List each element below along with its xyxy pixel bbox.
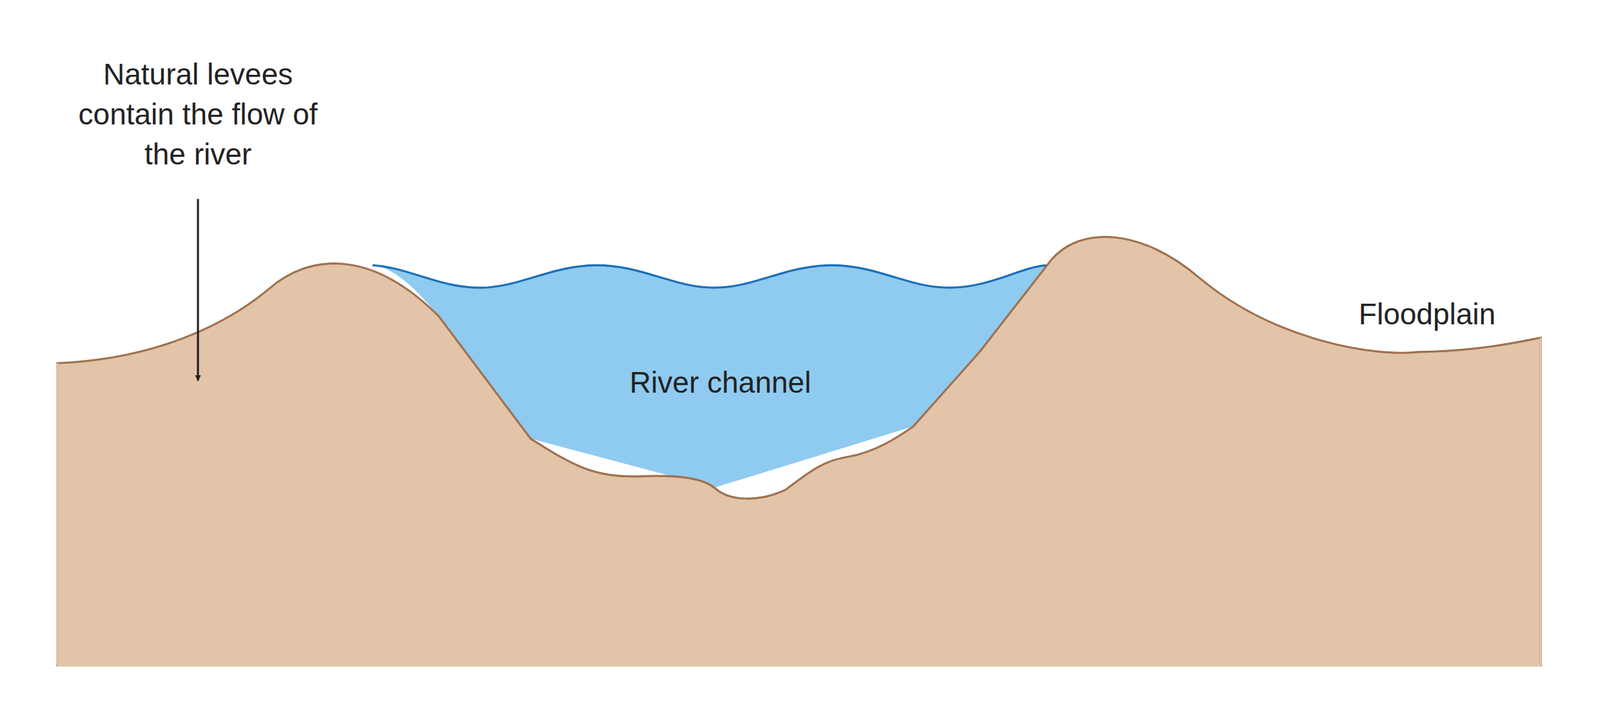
- ground-bottom-edge: [57, 337, 1542, 666]
- ground-section: [57, 236, 1542, 665]
- water-surface: [372, 265, 1047, 288]
- floodplain-label: Floodplain: [1358, 294, 1496, 335]
- channel-label: River channel: [629, 362, 811, 403]
- leader-arrow: [196, 199, 199, 382]
- callout-note: Natural levees contain the flow of the r…: [75, 54, 321, 175]
